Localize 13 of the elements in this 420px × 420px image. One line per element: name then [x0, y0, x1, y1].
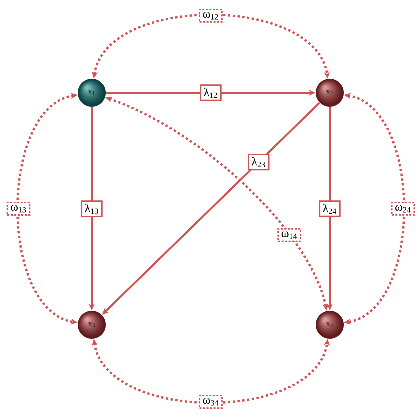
edge-label: ω$_{12}$ [199, 9, 223, 23]
edge-label: λ$_{13}$ [81, 200, 103, 218]
edge-label: ω$_{34}$ [199, 395, 223, 409]
sphere-node: x$_{3}$ [78, 311, 106, 339]
sphere-node: x$_{4}$ [316, 311, 344, 339]
edge-label: ω$_{14}$ [278, 228, 302, 242]
edge-label: ω$_{13}$ [6, 202, 31, 216]
sphere-node: x$_{1}$ [78, 79, 106, 107]
edge-label: λ$_{12}$ [200, 84, 222, 102]
edge-label: ω$_{24}$ [391, 202, 416, 216]
edge-label: λ$_{23}$ [248, 154, 270, 171]
sphere-node: x$_{2}$ [316, 79, 344, 107]
edge-label: λ$_{24}$ [319, 200, 341, 218]
